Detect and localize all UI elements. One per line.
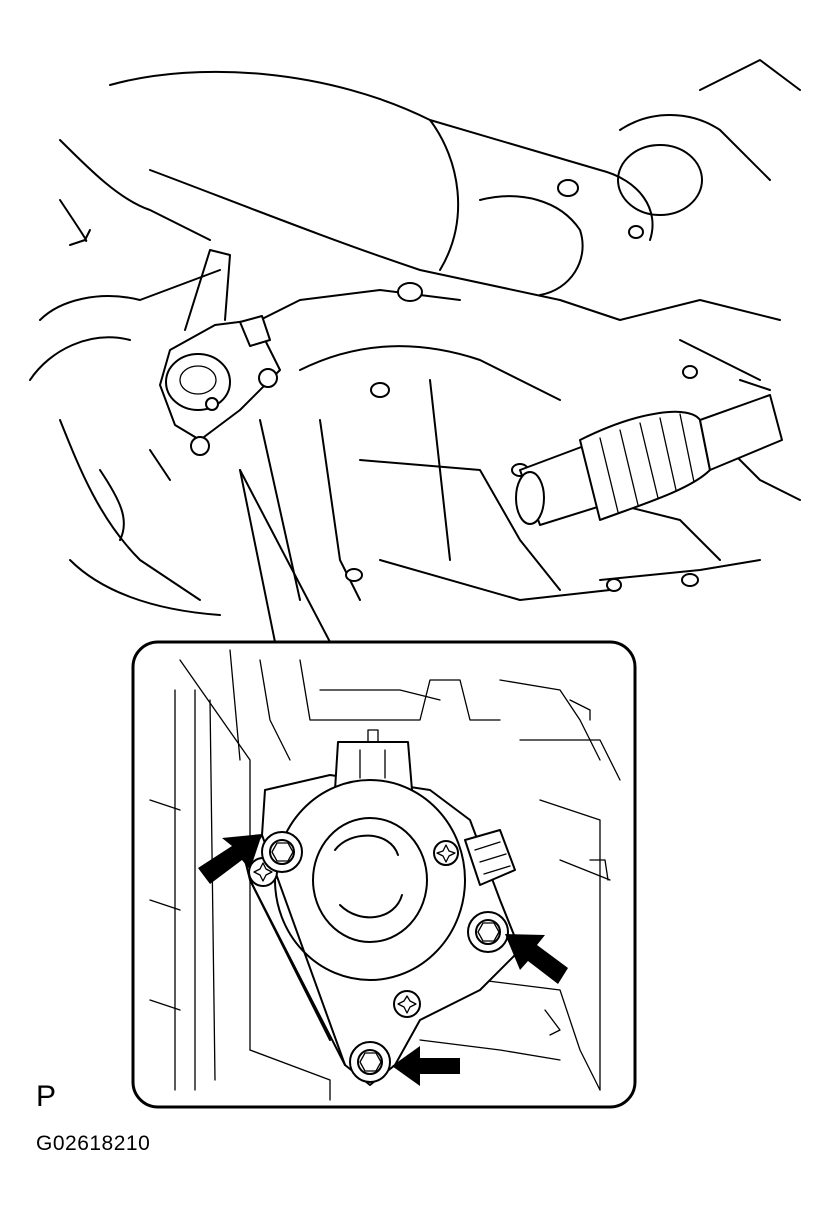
overview-drawing (29, 59, 801, 643)
view-marker: P (36, 1080, 57, 1113)
bolt-icon (467, 911, 509, 953)
actuator-motor (244, 729, 521, 1086)
bolt-icon (349, 1041, 391, 1083)
star-screw-bottom (393, 990, 421, 1018)
arrow-icon (392, 1046, 460, 1086)
overview-motor (159, 249, 281, 456)
figure-code: G02618210 (36, 1132, 151, 1155)
bolt-icon (261, 831, 303, 873)
arrow-icon (198, 834, 262, 884)
detail-inset (131, 640, 637, 1109)
star-screw-top-right (433, 840, 459, 866)
arrow-icon (505, 934, 568, 984)
